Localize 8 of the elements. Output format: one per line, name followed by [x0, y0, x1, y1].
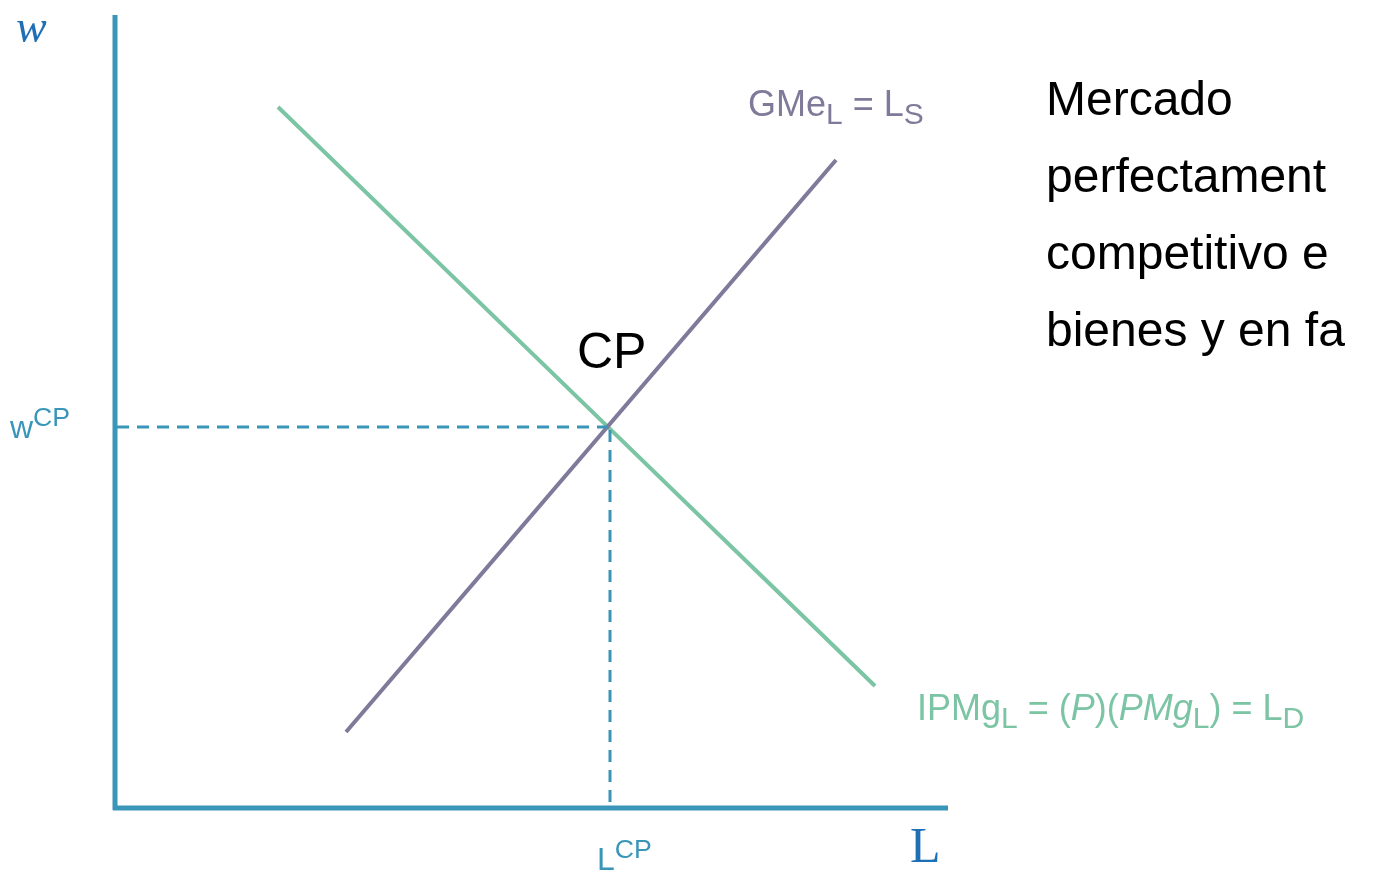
point-label: CP: [577, 326, 647, 376]
axis-value-label: w$^{CP}$: [10, 404, 71, 443]
curve-label: GMe$_{L}$ = L$_{S}$: [748, 86, 924, 130]
axis-value-label: L$^{CP}$: [597, 836, 652, 873]
axis-label: w: [16, 4, 47, 50]
axis-label: L: [910, 820, 941, 870]
curve-label: IPMg$_{L}$ = (P)(PMg$_{L}$) = L$_{D}$: [917, 690, 1305, 734]
title: Mercado perfectament competitivo e bienes y en fa: [1046, 71, 1346, 358]
